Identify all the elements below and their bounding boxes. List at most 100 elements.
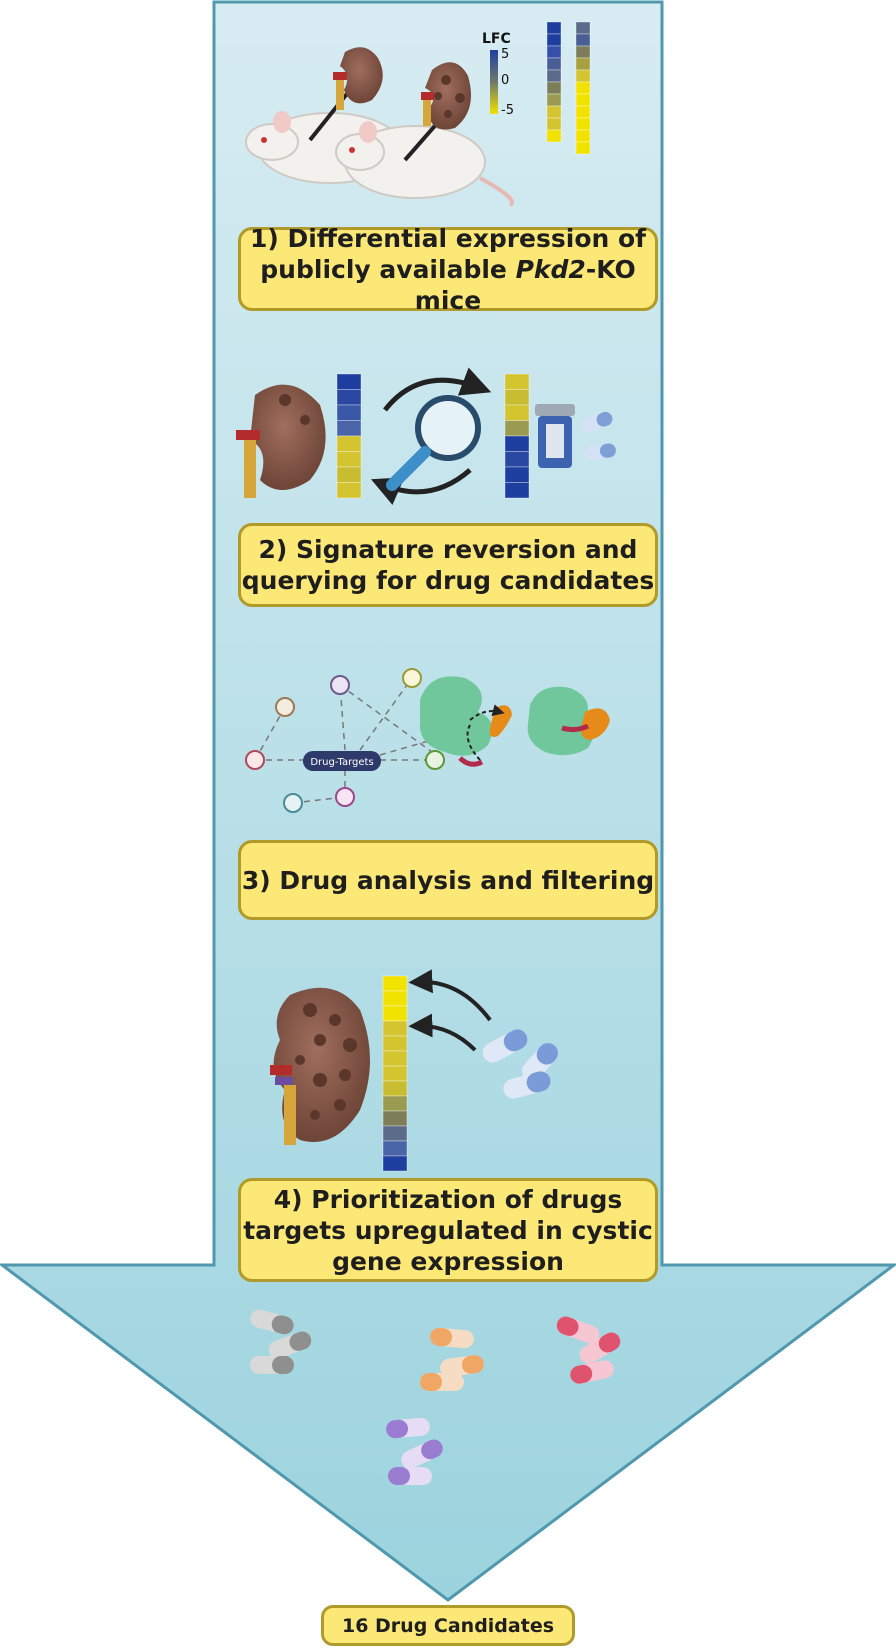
- lfc-legend-min: -5: [501, 103, 514, 118]
- heatmap-cell: [382, 1035, 408, 1052]
- heatmap-cell: [382, 1005, 408, 1022]
- step-2-box: 2) Signature reversion and querying for …: [238, 523, 658, 607]
- heatmap-cell: [575, 33, 591, 47]
- capsule-icon: [503, 1071, 551, 1099]
- heatmap-cell: [336, 420, 362, 437]
- heatmap-cell: [504, 466, 530, 483]
- heatmap-cell: [575, 93, 591, 107]
- signature-reversion-illustration: [236, 367, 616, 505]
- capsule-icon: [250, 1356, 294, 1374]
- heatmap-cell: [382, 975, 408, 992]
- capsule-icon: [250, 1309, 294, 1335]
- heatmap-cell: [546, 81, 562, 95]
- capsule-icon: [579, 1332, 621, 1364]
- heatmap-cell: [504, 482, 530, 499]
- step-2-line-2: querying for drug candidates: [241, 566, 655, 595]
- step-4-box: 4) Prioritization of drugs targets upreg…: [238, 1178, 658, 1282]
- heatmap-cell: [336, 373, 362, 390]
- heatmap-cell: [336, 451, 362, 468]
- heatmap-cell: [575, 45, 591, 59]
- capsule-icon: [570, 1360, 614, 1384]
- mouse-icon: [335, 121, 514, 207]
- heatmap-cell: [546, 105, 562, 119]
- step-4-line-2: targets upregulated in cystic: [243, 1215, 653, 1245]
- lfc-legend: LFC 5 0 -5: [482, 31, 514, 118]
- heatmap-cell: [575, 81, 591, 95]
- heatmap-cell: [504, 389, 530, 406]
- heatmap-cell: [336, 435, 362, 452]
- heatmap-cell: [382, 1110, 408, 1127]
- heatmap-cell: [546, 69, 562, 83]
- heatmap-cell: [382, 1020, 408, 1037]
- step-2-line-1: 2) Signature reversion and: [258, 535, 638, 564]
- heatmap-cell: [575, 129, 591, 143]
- heatmap-cell: [504, 420, 530, 437]
- step-4-line-3: gene expression: [332, 1246, 564, 1276]
- network-center-label: Drug-Targets: [310, 757, 373, 768]
- flow-arrow: [0, 0, 896, 1602]
- heatmap-cell: [575, 57, 591, 71]
- heatmap-cell: [575, 105, 591, 119]
- heatmap-cell: [382, 1140, 408, 1157]
- capsule-icon: [521, 1043, 559, 1081]
- lfc-legend-title: LFC: [482, 31, 511, 47]
- step-3-line-1: 3) Drug analysis and filtering: [241, 865, 655, 895]
- lfc-legend-max: 5: [501, 47, 509, 62]
- heatmap-cell: [382, 990, 408, 1007]
- network-node-icon: [335, 787, 355, 807]
- heatmap-cell: [504, 404, 530, 421]
- heatmap-cell: [336, 482, 362, 499]
- capsule-icon: [420, 1373, 464, 1391]
- pill-bottle-icon: [535, 404, 575, 468]
- heatmap-cell: [382, 1125, 408, 1142]
- network-node-icon: [275, 697, 295, 717]
- final-result-label: 16 Drug Candidates: [341, 1614, 555, 1637]
- expression-heatmap: [546, 21, 591, 155]
- heatmap-cell: [546, 33, 562, 47]
- network-node-icon: [283, 793, 303, 813]
- heatmap-cell: [575, 141, 591, 155]
- mice-kidney-illustration: [245, 47, 514, 207]
- network-node-icon: [245, 750, 265, 770]
- prioritization-illustration: [270, 969, 559, 1145]
- heatmap-cell: [546, 129, 562, 143]
- heatmap-cell: [382, 1155, 408, 1172]
- expression-heatmap: [336, 373, 530, 499]
- lfc-legend-mid: 0: [501, 73, 509, 88]
- heatmap-cell: [575, 21, 591, 35]
- heatmap-cell: [546, 45, 562, 59]
- heatmap-cell: [546, 93, 562, 107]
- protein-icon: [419, 676, 512, 767]
- heatmap-cell: [336, 389, 362, 406]
- capsule-icon: [482, 1029, 528, 1063]
- heatmap-cell: [382, 1095, 408, 1112]
- drug-candidates-capsules: [250, 1309, 621, 1485]
- heatmap-cell: [382, 1050, 408, 1067]
- heatmap-cell: [546, 57, 562, 71]
- protein-icon: [527, 686, 610, 756]
- kidney-icon: [270, 987, 370, 1145]
- expression-heatmap: [382, 975, 408, 1172]
- capsule-icon: [556, 1316, 600, 1344]
- step-3-box: 3) Drug analysis and filtering: [238, 840, 658, 920]
- network-node-icon: [402, 668, 422, 688]
- capsule-icon: [581, 411, 613, 433]
- kidney-icon: [421, 62, 472, 130]
- heatmap-cell: [382, 1080, 408, 1097]
- step-1-line-1: 1) Differential expression of: [249, 223, 647, 253]
- target-arrow-icon: [408, 969, 492, 1022]
- capsule-icon: [584, 443, 616, 461]
- heatmap-cell: [504, 373, 530, 390]
- heatmap-cell: [546, 117, 562, 131]
- capsule-icon: [430, 1327, 474, 1349]
- heatmap-cell: [504, 435, 530, 452]
- capsule-icon: [388, 1467, 432, 1485]
- final-result-box: 16 Drug Candidates: [321, 1605, 575, 1646]
- capsule-icon: [386, 1417, 430, 1439]
- heatmap-cell: [336, 466, 362, 483]
- kidney-icon: [333, 47, 383, 110]
- capsule-icon: [268, 1331, 312, 1359]
- heatmap-cell: [336, 404, 362, 421]
- capsule-icon: [401, 1439, 443, 1469]
